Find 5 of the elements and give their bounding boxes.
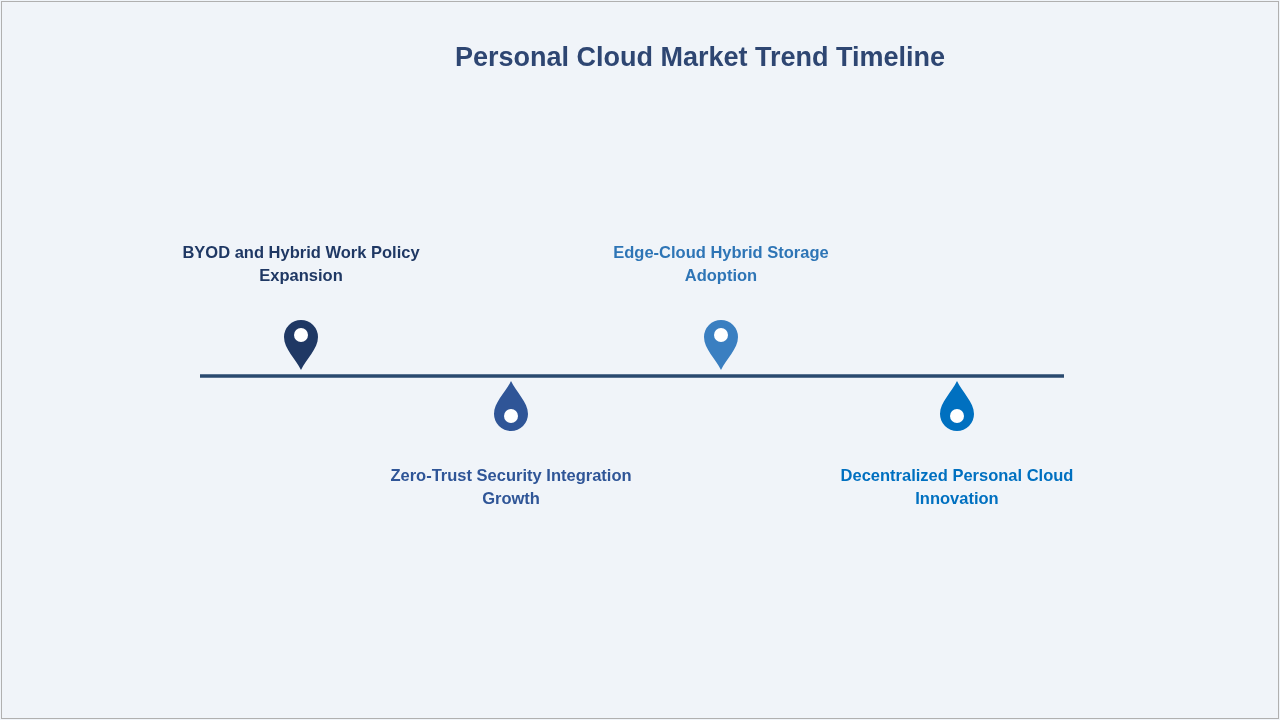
milestone-label: Edge-Cloud Hybrid Storage Adoption	[612, 242, 830, 286]
milestone-label: Zero-Trust Security Integration Growth	[389, 465, 633, 509]
milestone-label: Decentralized Personal Cloud Innovation	[839, 465, 1075, 509]
diagram-title: Personal Cloud Market Trend Timeline	[453, 42, 947, 73]
milestone-label: BYOD and Hybrid Work Policy Expansion	[181, 242, 421, 286]
